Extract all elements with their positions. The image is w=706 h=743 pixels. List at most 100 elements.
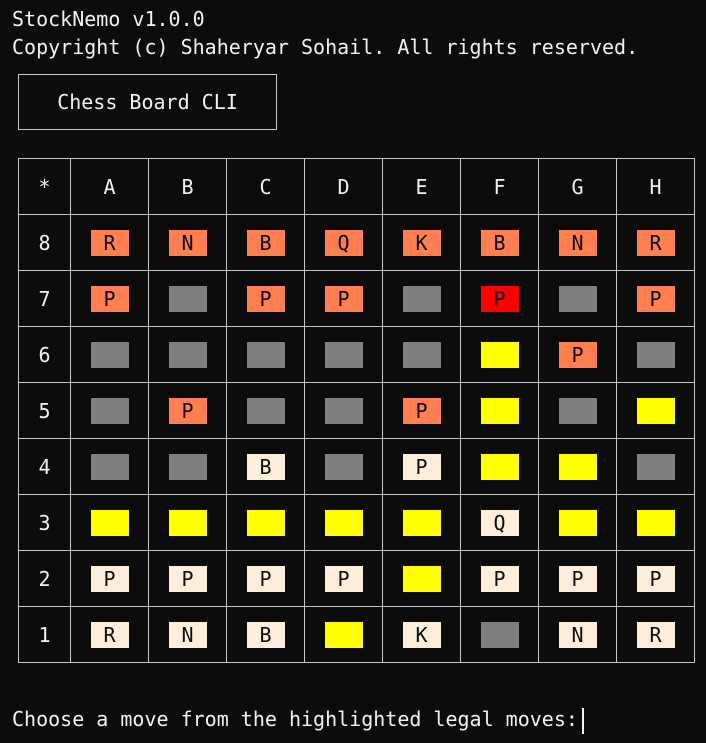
marker-legal-f5[interactable] <box>480 397 519 424</box>
square-e2[interactable] <box>382 550 461 607</box>
piece-black-h8[interactable]: R <box>636 229 675 256</box>
piece-black-c8[interactable]: B <box>246 229 285 256</box>
square-d8[interactable]: Q <box>304 214 383 271</box>
piece-white-a2[interactable]: P <box>90 565 129 592</box>
square-d2[interactable]: P <box>304 550 383 607</box>
square-c4[interactable]: B <box>226 438 305 495</box>
marker-legal-g3[interactable] <box>558 509 597 536</box>
square-h1[interactable]: R <box>616 606 695 663</box>
piece-black-b8[interactable]: N <box>168 229 207 256</box>
piece-black-e8[interactable]: K <box>402 229 441 256</box>
piece-white-c4[interactable]: B <box>246 453 285 480</box>
piece-black-a8[interactable]: R <box>90 229 129 256</box>
square-g2[interactable]: P <box>538 550 617 607</box>
square-a1[interactable]: R <box>70 606 149 663</box>
piece-white-c2[interactable]: P <box>246 565 285 592</box>
piece-white-f2[interactable]: P <box>480 565 519 592</box>
square-b4[interactable] <box>148 438 227 495</box>
piece-white-f3[interactable]: Q <box>480 509 519 536</box>
square-d3[interactable] <box>304 494 383 551</box>
square-b1[interactable]: N <box>148 606 227 663</box>
marker-legal-a3[interactable] <box>90 509 129 536</box>
square-f8[interactable]: B <box>460 214 539 271</box>
square-h3[interactable] <box>616 494 695 551</box>
piece-selected-f7[interactable]: P <box>480 285 519 312</box>
square-c1[interactable]: B <box>226 606 305 663</box>
marker-legal-e3[interactable] <box>402 509 441 536</box>
marker-legal-d1[interactable] <box>324 621 363 648</box>
move-prompt[interactable]: Choose a move from the highlighted legal… <box>12 705 584 734</box>
piece-black-d8[interactable]: Q <box>324 229 363 256</box>
square-d1[interactable] <box>304 606 383 663</box>
square-d5[interactable] <box>304 382 383 439</box>
square-f1[interactable] <box>460 606 539 663</box>
piece-white-a1[interactable]: R <box>90 621 129 648</box>
square-f4[interactable] <box>460 438 539 495</box>
square-e7[interactable] <box>382 270 461 327</box>
piece-white-h2[interactable]: P <box>636 565 675 592</box>
square-f5[interactable] <box>460 382 539 439</box>
square-d7[interactable]: P <box>304 270 383 327</box>
square-d6[interactable] <box>304 326 383 383</box>
square-g3[interactable] <box>538 494 617 551</box>
square-e8[interactable]: K <box>382 214 461 271</box>
piece-black-a7[interactable]: P <box>90 285 129 312</box>
square-e3[interactable] <box>382 494 461 551</box>
square-b2[interactable]: P <box>148 550 227 607</box>
piece-black-d7[interactable]: P <box>324 285 363 312</box>
piece-white-h1[interactable]: R <box>636 621 675 648</box>
marker-legal-d3[interactable] <box>324 509 363 536</box>
piece-white-d2[interactable]: P <box>324 565 363 592</box>
square-e4[interactable]: P <box>382 438 461 495</box>
square-f6[interactable] <box>460 326 539 383</box>
square-b7[interactable] <box>148 270 227 327</box>
square-h8[interactable]: R <box>616 214 695 271</box>
square-c5[interactable] <box>226 382 305 439</box>
piece-black-c7[interactable]: P <box>246 285 285 312</box>
square-b8[interactable]: N <box>148 214 227 271</box>
square-c8[interactable]: B <box>226 214 305 271</box>
piece-black-e5[interactable]: P <box>402 397 441 424</box>
square-a3[interactable] <box>70 494 149 551</box>
marker-legal-f4[interactable] <box>480 453 519 480</box>
piece-black-b5[interactable]: P <box>168 397 207 424</box>
marker-legal-f6[interactable] <box>480 341 519 368</box>
piece-black-g8[interactable]: N <box>558 229 597 256</box>
marker-legal-c3[interactable] <box>246 509 285 536</box>
piece-black-f8[interactable]: B <box>480 229 519 256</box>
square-h7[interactable]: P <box>616 270 695 327</box>
marker-legal-e2[interactable] <box>402 565 441 592</box>
square-g1[interactable]: N <box>538 606 617 663</box>
marker-legal-h3[interactable] <box>636 509 675 536</box>
square-a7[interactable]: P <box>70 270 149 327</box>
square-h2[interactable]: P <box>616 550 695 607</box>
square-e5[interactable]: P <box>382 382 461 439</box>
square-f3[interactable]: Q <box>460 494 539 551</box>
square-g7[interactable] <box>538 270 617 327</box>
marker-legal-g4[interactable] <box>558 453 597 480</box>
square-a5[interactable] <box>70 382 149 439</box>
piece-white-e4[interactable]: P <box>402 453 441 480</box>
piece-white-g2[interactable]: P <box>558 565 597 592</box>
square-e6[interactable] <box>382 326 461 383</box>
square-b3[interactable] <box>148 494 227 551</box>
piece-white-b2[interactable]: P <box>168 565 207 592</box>
square-f7[interactable]: P <box>460 270 539 327</box>
square-g4[interactable] <box>538 438 617 495</box>
square-a6[interactable] <box>70 326 149 383</box>
piece-white-c1[interactable]: B <box>246 621 285 648</box>
square-c2[interactable]: P <box>226 550 305 607</box>
marker-legal-h5[interactable] <box>636 397 675 424</box>
piece-white-e1[interactable]: K <box>402 621 441 648</box>
marker-legal-b3[interactable] <box>168 509 207 536</box>
square-b6[interactable] <box>148 326 227 383</box>
square-g8[interactable]: N <box>538 214 617 271</box>
square-c7[interactable]: P <box>226 270 305 327</box>
piece-white-b1[interactable]: N <box>168 621 207 648</box>
square-h6[interactable] <box>616 326 695 383</box>
square-a4[interactable] <box>70 438 149 495</box>
square-c6[interactable] <box>226 326 305 383</box>
square-e1[interactable]: K <box>382 606 461 663</box>
square-a8[interactable]: R <box>70 214 149 271</box>
square-d4[interactable] <box>304 438 383 495</box>
